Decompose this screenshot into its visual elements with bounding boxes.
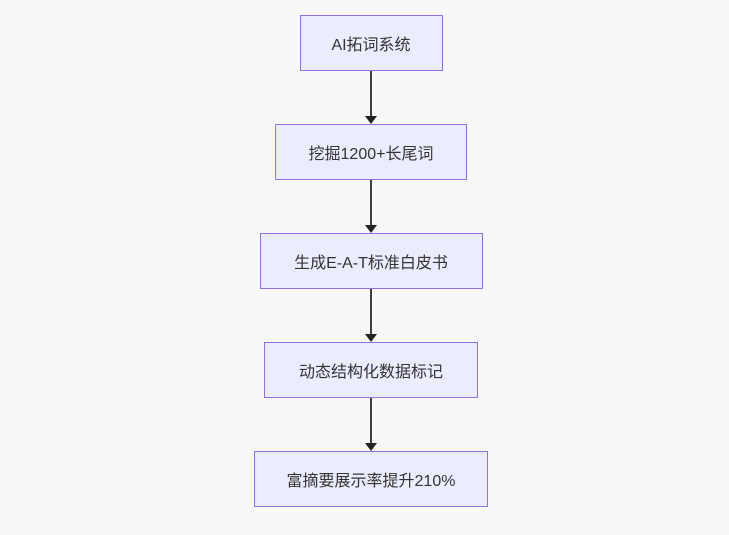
edge-line [370,398,372,443]
flowchart: AI拓词系统 挖掘1200+长尾词 生成E-A-T标准白皮书 动态结构化数据标记… [254,15,488,507]
flow-node-label: 富摘要展示率提升210% [286,473,456,490]
arrowhead-down-icon [365,116,377,124]
edge-line [370,71,372,116]
arrowhead-down-icon [365,225,377,233]
flow-node-ai-system: AI拓词系统 [299,15,443,71]
flow-edge-3 [365,289,377,342]
flow-node-label: 挖掘1200+长尾词 [308,146,434,163]
edge-line [370,289,372,334]
flow-edge-4 [365,398,377,451]
flow-edge-2 [365,180,377,233]
edge-line [370,180,372,225]
flow-node-label: 生成E-A-T标准白皮书 [294,255,448,272]
flow-edge-1 [365,71,377,124]
arrowhead-down-icon [365,443,377,451]
flow-node-structured-data: 动态结构化数据标记 [264,342,478,398]
flow-node-label: 动态结构化数据标记 [298,364,443,381]
flow-node-longtail-keywords: 挖掘1200+长尾词 [275,124,467,180]
arrowhead-down-icon [365,334,377,342]
flow-node-label: AI拓词系统 [331,37,411,54]
flow-node-eat-whitepaper: 生成E-A-T标准白皮书 [259,233,483,289]
flow-node-rich-snippet-result: 富摘要展示率提升210% [254,451,488,507]
